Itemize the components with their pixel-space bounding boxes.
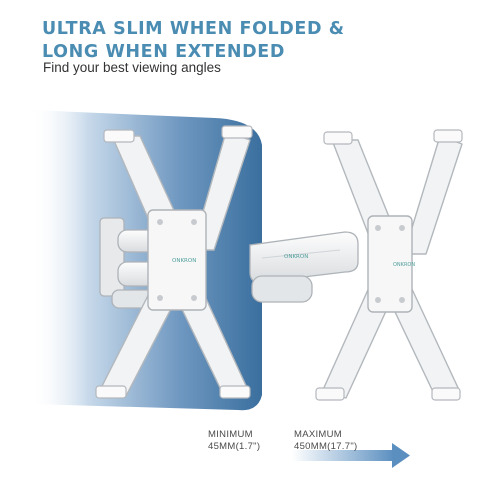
headline: ULTRA SLIM WHEN FOLDED & LONG WHEN EXTEN… — [42, 18, 345, 64]
brand-logo-left: ONKRON — [172, 258, 196, 264]
maximum-label: MAXIMUM — [294, 429, 343, 440]
minimum-value: 45MM(1.7") — [208, 441, 261, 452]
arrow-right-icon — [292, 443, 410, 468]
maximum-value: 450MM(17.7") — [294, 441, 358, 452]
brand-logo-right: ONKRON — [393, 262, 415, 268]
headline-line-2: LONG WHEN EXTENDED — [42, 42, 285, 62]
subheadline: Find your best viewing angles — [43, 60, 221, 75]
brand-logo-arm: ONKRON — [284, 254, 308, 260]
maximum-extension-label: MAXIMUM 450MM(17.7") — [294, 429, 357, 453]
headline-line-1: ULTRA SLIM WHEN FOLDED & — [42, 19, 345, 39]
folded-mount — [95, 125, 253, 399]
extended-mount — [249, 129, 463, 401]
minimum-depth-label: MINIMUM 45MM(1.7") — [208, 429, 260, 453]
minimum-label: MINIMUM — [208, 429, 253, 440]
